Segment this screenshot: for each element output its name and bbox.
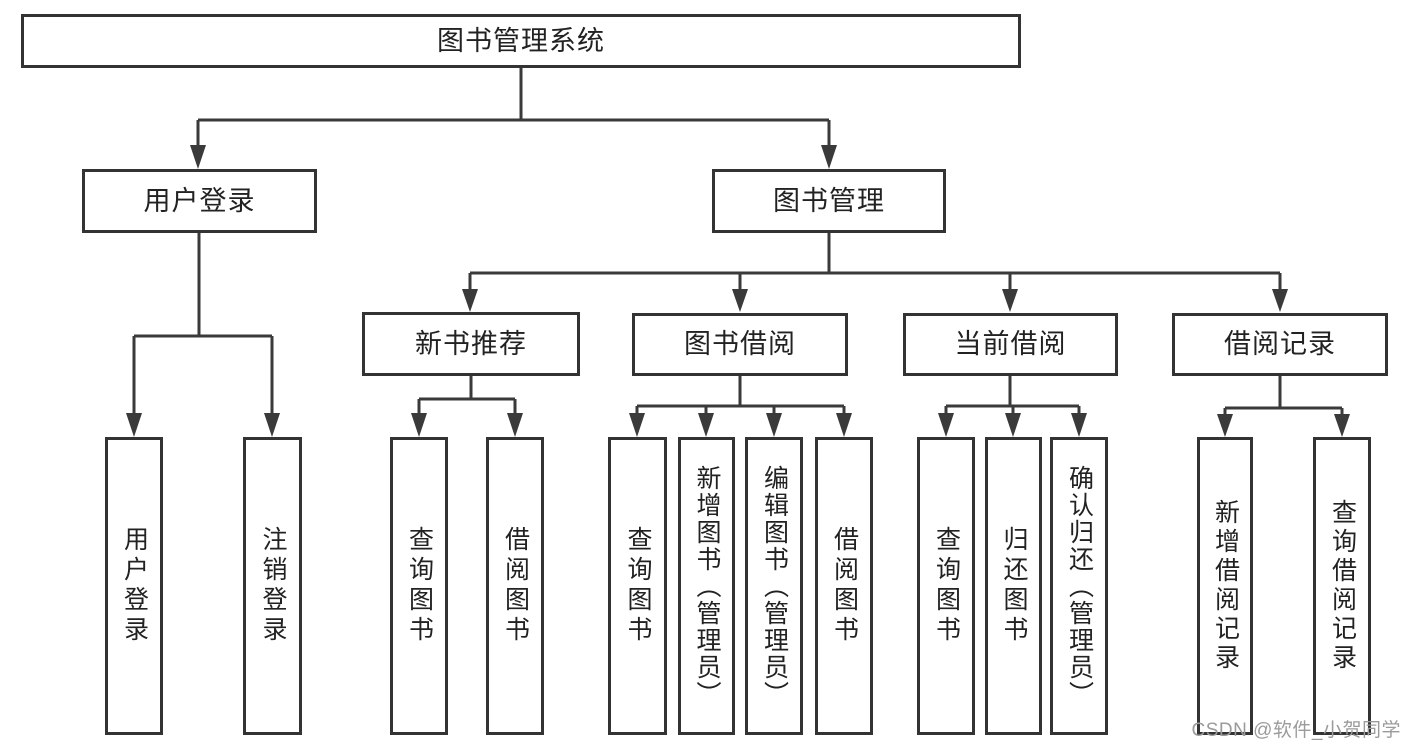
connector-book-management [468, 233, 1282, 290]
arrowhead-icon [629, 413, 645, 437]
arrowhead-icon [264, 413, 280, 437]
node-leaf-logout: 注销登录 [243, 437, 302, 735]
connector-root [196, 68, 831, 148]
connector-book-borrow [635, 376, 846, 415]
arrowhead-icon [732, 289, 748, 312]
node-user-login: 用户登录 [82, 169, 317, 233]
connector-new-book [417, 376, 517, 415]
node-leaf-edit-books-admin: 编辑图书（管理员） [745, 437, 803, 735]
node-leaf-query-books-2: 查询图书 [608, 437, 667, 735]
arrowhead-icon [821, 145, 837, 169]
node-leaf-borrow-books-2: 借阅图书 [815, 437, 873, 735]
node-leaf-confirm-return-admin: 确认归还（管理员） [1050, 437, 1108, 735]
node-leaf-borrow-books-1: 借阅图书 [486, 437, 544, 735]
node-leaf-query-borrow-record: 查询借阅记录 [1313, 437, 1371, 735]
arrowhead-icon [698, 413, 714, 437]
node-leaf-add-borrow-record: 新增借阅记录 [1197, 437, 1253, 735]
node-book-management: 图书管理 [712, 169, 946, 233]
node-leaf-return-books: 归还图书 [985, 437, 1042, 735]
node-leaf-query-books-3: 查询图书 [917, 437, 975, 735]
connector-user-login [132, 233, 274, 415]
connector-borrow-records [1223, 376, 1344, 416]
arrowhead-icon [507, 413, 523, 437]
node-current-borrow: 当前借阅 [903, 313, 1118, 376]
arrowhead-icon [411, 413, 427, 437]
arrowhead-icon [1217, 414, 1233, 437]
arrowhead-icon [462, 289, 478, 312]
arrowhead-icon [1005, 413, 1021, 437]
node-book-borrow: 图书借阅 [632, 313, 848, 376]
arrowhead-icon [1071, 413, 1087, 437]
arrowhead-icon [836, 413, 852, 437]
node-new-book-recommend: 新书推荐 [362, 312, 580, 376]
connector-current-borrow [944, 376, 1081, 415]
arrowhead-icon [766, 413, 782, 437]
node-root: 图书管理系统 [21, 14, 1021, 68]
node-leaf-query-books-1: 查询图书 [390, 437, 448, 735]
node-leaf-user-login: 用户登录 [105, 437, 163, 735]
arrowhead-icon [938, 413, 954, 437]
arrowhead-icon [190, 145, 206, 169]
arrowhead-icon [126, 413, 142, 437]
node-leaf-add-books-admin: 新增图书（管理员） [678, 437, 735, 735]
arrowhead-icon [1334, 414, 1350, 437]
node-borrow-records: 借阅记录 [1172, 313, 1388, 376]
arrowhead-icon [1002, 289, 1018, 312]
watermark: CSDN @软件_小贺同学 [1191, 720, 1401, 741]
arrowhead-icon [1272, 289, 1288, 312]
